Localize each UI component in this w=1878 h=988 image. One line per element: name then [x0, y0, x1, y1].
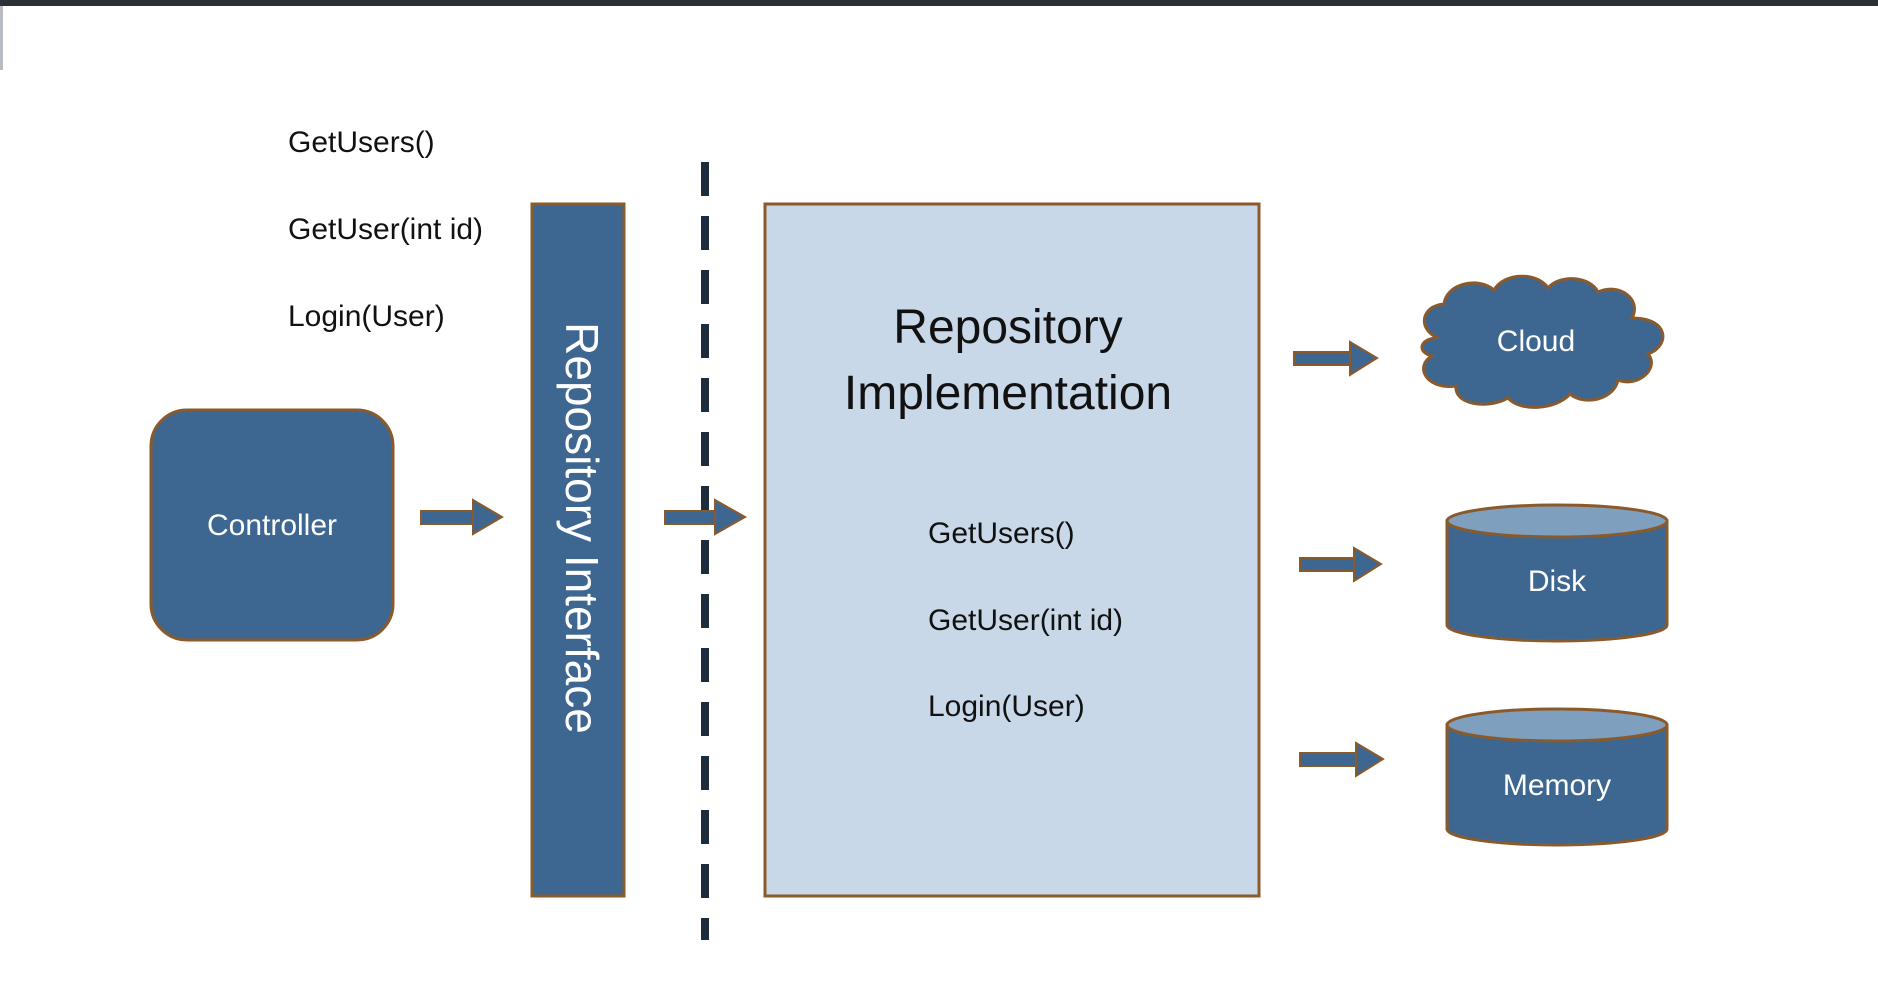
memory-label: Memory [1503, 769, 1611, 802]
arrow-controller-to-interface [420, 498, 504, 536]
arrow-to-cloud [1293, 340, 1379, 377]
disk-cylinder: Disk [1445, 503, 1669, 643]
arrow-to-disk [1299, 546, 1383, 583]
repository-implementation-box: Repository Implementation GetUsers() Get… [763, 202, 1261, 898]
top-bar [0, 0, 1878, 6]
implementation-method-login: Login(User) [928, 690, 1085, 723]
cloud-label: Cloud [1497, 325, 1575, 358]
interface-method-login: Login(User) [288, 300, 445, 333]
repository-interface-bar: Repository Interface [530, 202, 626, 898]
arrow-to-memory [1299, 741, 1385, 778]
interface-method-getusers: GetUsers() [288, 126, 435, 159]
disk-label: Disk [1528, 565, 1587, 598]
memory-cylinder: Memory [1445, 707, 1669, 847]
implementation-title-line1: Repository [893, 301, 1122, 354]
controller-box: Controller [149, 408, 395, 642]
left-edge [0, 6, 3, 70]
arrow-interface-to-implementation [664, 498, 748, 536]
cloud-shape: Cloud [1420, 274, 1665, 409]
interface-method-getuser: GetUser(int id) [288, 213, 483, 246]
implementation-method-getuser: GetUser(int id) [928, 604, 1123, 637]
repository-interface-label: Repository Interface [556, 322, 608, 734]
implementation-title-line2: Implementation [844, 367, 1172, 420]
controller-label: Controller [207, 509, 337, 542]
implementation-method-getusers: GetUsers() [928, 517, 1075, 550]
